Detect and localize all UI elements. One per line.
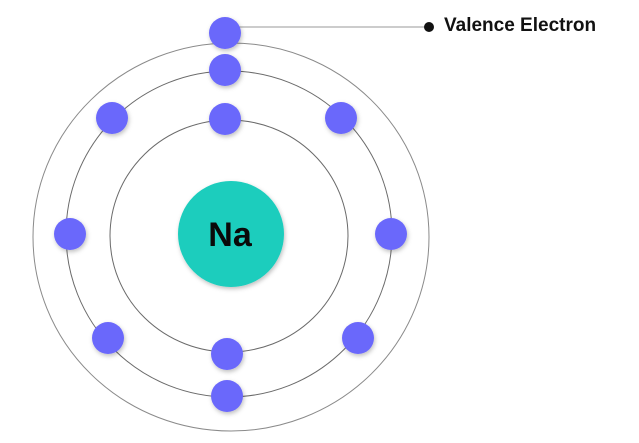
middle-shell-electron (92, 322, 124, 354)
nucleus (178, 181, 284, 287)
callout-dot (424, 22, 434, 32)
valence-electron (209, 17, 241, 49)
middle-shell-electron (375, 218, 407, 250)
middle-shell-electron (96, 102, 128, 134)
middle-shell-electron (54, 218, 86, 250)
valence-electron-label: Valence Electron (444, 15, 597, 36)
inner-shell-electron (211, 338, 243, 370)
middle-shell-electron (325, 102, 357, 134)
element-symbol: Na (208, 216, 253, 254)
middle-shell-electron (342, 322, 374, 354)
middle-shell-electron (209, 54, 241, 86)
inner-shell-electron (209, 103, 241, 135)
middle-shell-electron (211, 380, 243, 412)
